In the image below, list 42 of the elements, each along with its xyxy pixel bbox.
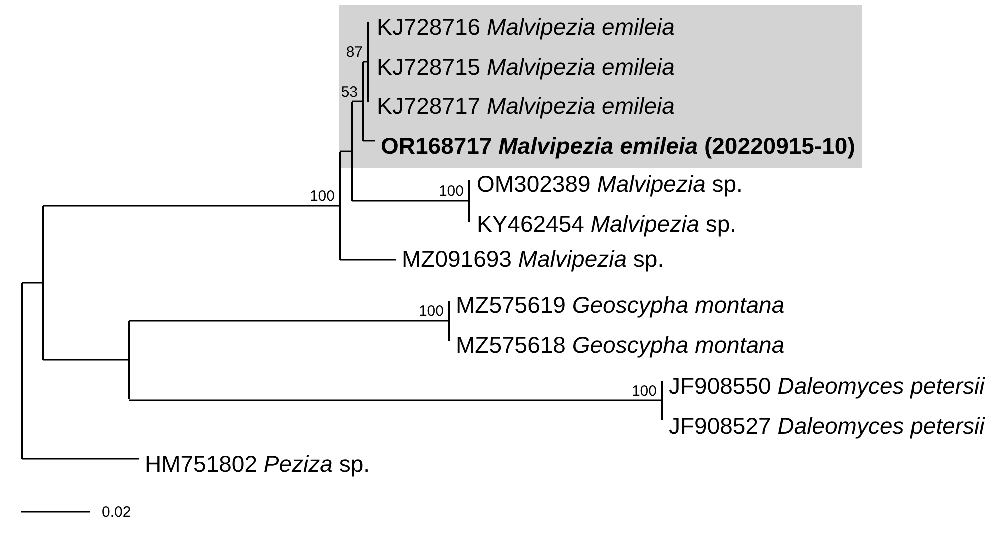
taxon-label: KJ728716 Malvipezia emileia [371,13,675,41]
vertical-branch-line [367,22,368,102]
vertical-branch-line [661,381,662,420]
branch-line [22,458,139,460]
branch-line [44,359,128,361]
bootstrap-value: 100 [632,384,657,398]
vertical-branch-line [351,102,352,201]
vertical-branch-line [468,180,470,222]
bootstrap-value: 100 [438,184,464,199]
branch-line [340,150,351,152]
vertical-branch-line [21,283,22,459]
branch-line [364,61,367,63]
highlight-box [339,5,862,168]
bootstrap-value: 100 [310,189,335,204]
branch-line [44,205,339,207]
taxon-label: OR168717 Malvipezia emileia (20220915-10) [375,132,856,160]
taxon-label: KJ728715 Malvipezia emileia [371,53,675,81]
vertical-branch-line [362,62,364,141]
taxon-label: MZ575618 Geoscypha montana [450,331,785,359]
taxon-label: MZ091693 Malvipezia sp. [396,245,664,273]
taxon-label: KY462454 Malvipezia sp. [471,210,737,238]
taxon-label: JF908527 Daleomyces petersii [663,412,985,440]
branch-line [364,140,375,142]
taxon-label: KJ728717 Malvipezia emileia [371,92,675,120]
branch-line [130,400,661,402]
taxon-label: MZ575619 Geoscypha montana [450,291,785,319]
branch-line [352,100,362,102]
branch-line [340,259,396,261]
vertical-branch-line [448,301,450,341]
taxon-label: JF908550 Daleomyces petersii [663,372,985,400]
vertical-branch-line [339,152,340,260]
taxon-label: HM751802 Peziza sp. [139,450,370,478]
scale-label: 0.02 [102,505,132,520]
branch-line [22,282,42,284]
branch-line [352,200,468,202]
vertical-branch-line [128,321,130,399]
vertical-branch-line [42,206,44,360]
bootstrap-value: 87 [346,45,363,60]
branch-line [130,320,448,322]
bootstrap-value: 53 [341,84,358,100]
bootstrap-value: 100 [418,304,444,319]
taxon-label: OM302389 Malvipezia sp. [471,170,743,198]
